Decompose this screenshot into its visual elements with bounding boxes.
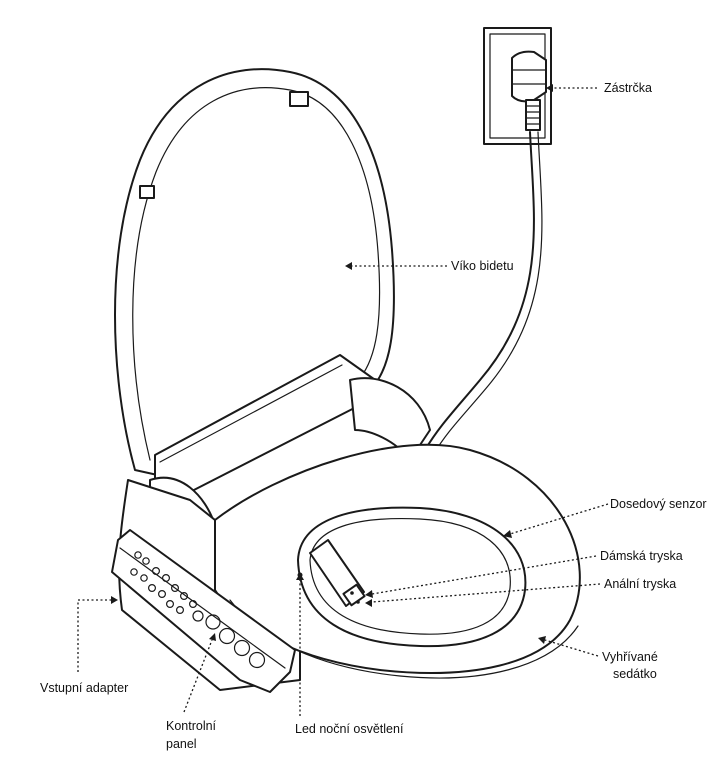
label-seat-sensor: Dosedový senzor — [610, 497, 707, 511]
label-anal-nozzle: Anální tryska — [604, 577, 676, 591]
leader-seat-sensor — [503, 503, 609, 538]
leader-anal-nozzle — [365, 583, 601, 607]
power-plug — [511, 50, 547, 131]
label-heated-seat-1: Vyhřívané — [602, 650, 658, 664]
leader-night-light — [296, 573, 304, 716]
label-lid: Víko bidetu — [451, 259, 514, 273]
label-night-light: Led noční osvětlení — [295, 722, 404, 736]
power-cord — [424, 131, 535, 451]
leader-lady-nozzle — [365, 555, 597, 598]
leader-control-panel — [183, 633, 216, 713]
leader-input-adapter — [77, 596, 118, 672]
label-control-panel-1: Kontrolní — [166, 719, 217, 733]
label-input-adapter: Vstupní adapter — [40, 681, 128, 695]
control-panel-device — [111, 529, 296, 693]
label-heated-seat-2: sedátko — [613, 667, 657, 681]
control-buttons — [130, 551, 266, 669]
label-control-panel-2: panel — [166, 737, 197, 751]
leader-lid — [345, 262, 447, 270]
leader-plug — [546, 84, 597, 92]
bidet-seat — [214, 443, 581, 679]
nozzle-arm — [309, 539, 366, 607]
leader-heated-seat — [538, 636, 599, 657]
label-plug: Zástrčka — [604, 81, 652, 95]
label-lady-nozzle: Dámská tryska — [600, 549, 683, 563]
